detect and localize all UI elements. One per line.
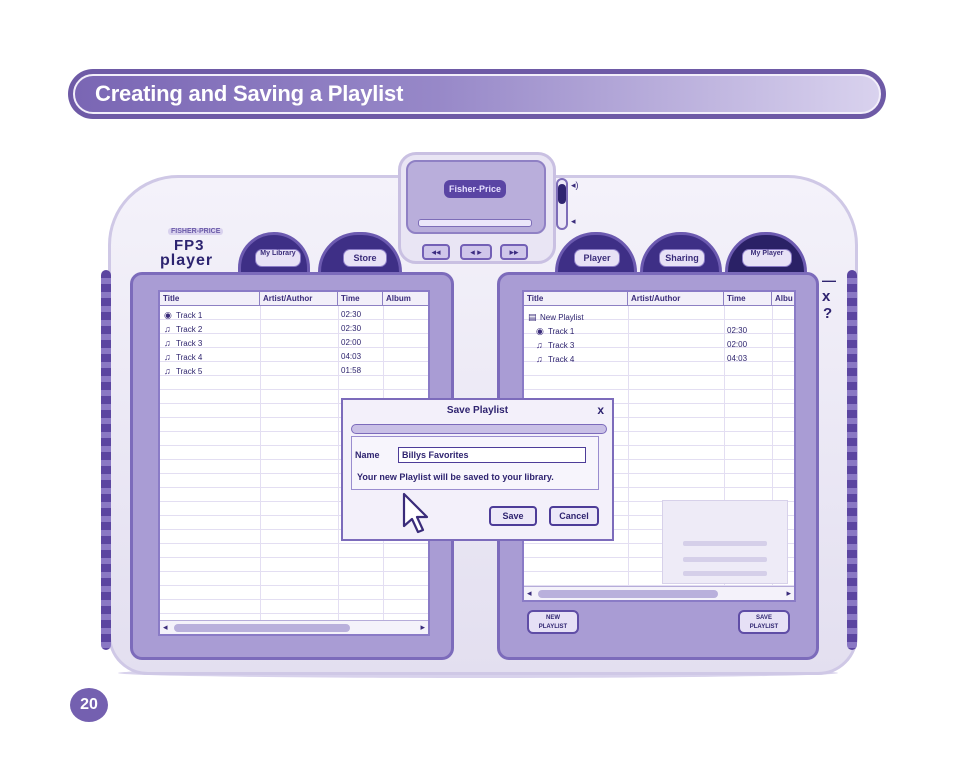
brand-small: FISHER-PRICE: [168, 228, 224, 235]
music-note-icon: ♫: [536, 340, 543, 350]
page-number: 20: [70, 688, 108, 722]
brand-player: player: [160, 252, 214, 269]
column-header-artist[interactable]: Artist/Author: [628, 292, 724, 306]
cd-icon: ◉: [164, 310, 172, 320]
track-time: 02:30: [727, 326, 748, 335]
scroll-thumb[interactable]: [538, 590, 718, 598]
track-time: 02:30: [341, 324, 362, 333]
column-header-time[interactable]: Time: [338, 292, 383, 306]
page-watermark-icon: [662, 500, 788, 584]
grid-divider: [772, 306, 773, 586]
playlist-row[interactable]: ◉ Track 1: [536, 324, 574, 338]
library-row[interactable]: ◉ Track 1: [164, 308, 202, 322]
section-banner: Creating and Saving a Playlist: [68, 69, 886, 119]
volume-down-icon: ◂: [571, 216, 576, 226]
watermark-line: [683, 571, 767, 576]
track-title: Track 4: [176, 353, 203, 362]
dialog-close-button[interactable]: x: [597, 403, 604, 417]
playlist-row[interactable]: ♫ Track 4: [536, 352, 574, 366]
library-row[interactable]: ♫ Track 5: [164, 364, 202, 378]
library-row[interactable]: ♫ Track 4: [164, 350, 202, 364]
scroll-left-icon[interactable]: ◂: [163, 622, 168, 632]
mouse-cursor-icon: [402, 492, 429, 534]
progress-bar[interactable]: [418, 219, 532, 227]
track-title: Track 1: [548, 327, 575, 336]
column-header-album[interactable]: Albu: [772, 292, 794, 306]
tab-my-library-label: My Library: [255, 249, 301, 267]
tab-player-label: Player: [574, 249, 620, 267]
column-header-album[interactable]: Album: [383, 292, 428, 306]
track-time: 04:03: [341, 352, 362, 361]
track-time: 02:00: [727, 340, 748, 349]
dialog-form: [351, 436, 599, 490]
previous-button[interactable]: ◂◂: [422, 244, 450, 260]
column-header-title[interactable]: Title: [160, 292, 260, 306]
close-button[interactable]: x: [822, 288, 831, 305]
grid-divider: [724, 306, 725, 586]
music-note-icon: ♫: [164, 366, 171, 376]
next-button[interactable]: ▸▸: [500, 244, 528, 260]
save-playlist-dialog: Save Playlist x Name Billys Favorites Yo…: [341, 398, 614, 541]
volume-up-icon: ◂): [571, 180, 579, 190]
save-playlist-button[interactable]: SAVE PLAYLIST: [738, 610, 790, 634]
cancel-button[interactable]: Cancel: [549, 506, 599, 526]
track-time: 02:30: [341, 310, 362, 319]
volume-knob[interactable]: [558, 184, 566, 204]
column-header-time[interactable]: Time: [724, 292, 772, 306]
column-header-artist[interactable]: Artist/Author: [260, 292, 338, 306]
screen-logo: Fisher-Price: [444, 180, 506, 198]
playlist-horizontal-scrollbar[interactable]: ◂ ▸: [524, 586, 794, 600]
playlist-name-input[interactable]: Billys Favorites: [398, 447, 586, 463]
scroll-right-icon[interactable]: ▸: [786, 588, 791, 598]
track-title: Track 3: [548, 341, 575, 350]
track-title: Track 2: [176, 325, 203, 334]
grid-divider: [260, 306, 261, 620]
watermark-line: [683, 541, 767, 546]
playlist-title: New Playlist: [540, 313, 584, 322]
dialog-bar: [351, 424, 607, 434]
play-button[interactable]: ◂ ▸: [460, 244, 492, 260]
brand-name: FP3: [174, 237, 205, 254]
grid-divider: [628, 306, 629, 586]
playlist-icon: ▤: [528, 312, 537, 322]
library-horizontal-scrollbar[interactable]: ◂ ▸: [160, 620, 428, 634]
minimize-button[interactable]: —: [822, 272, 836, 288]
cd-icon: ◉: [536, 326, 544, 336]
name-label: Name: [355, 450, 380, 460]
dialog-title: Save Playlist: [446, 405, 509, 416]
left-grip: [101, 270, 111, 650]
track-time: 01:58: [341, 366, 362, 375]
section-banner-inner: Creating and Saving a Playlist: [73, 74, 881, 114]
music-note-icon: ♫: [164, 338, 171, 348]
scroll-right-icon[interactable]: ▸: [420, 622, 425, 632]
track-title: Track 1: [176, 311, 203, 320]
music-note-icon: ♫: [164, 324, 171, 334]
tab-my-player-label: My Player: [742, 249, 792, 267]
music-note-icon: ♫: [536, 354, 543, 364]
library-row[interactable]: ♫ Track 3: [164, 336, 202, 350]
library-row[interactable]: ♫ Track 2: [164, 322, 202, 336]
track-title: Track 3: [176, 339, 203, 348]
brand-logo: FISHER-PRICE FP3 player: [152, 228, 234, 270]
new-playlist-button[interactable]: NEW PLAYLIST: [527, 610, 579, 634]
save-button[interactable]: Save: [489, 506, 537, 526]
right-grip: [847, 270, 857, 650]
watermark-line: [683, 557, 767, 562]
help-button[interactable]: ?: [823, 305, 833, 322]
page-title: Creating and Saving a Playlist: [95, 81, 404, 106]
track-time: 04:03: [727, 354, 748, 363]
save-message: Your new Playlist will be saved to your …: [357, 472, 554, 482]
scroll-left-icon[interactable]: ◂: [527, 588, 532, 598]
music-note-icon: ♫: [164, 352, 171, 362]
tab-sharing-label: Sharing: [659, 249, 705, 267]
track-title: Track 4: [548, 355, 575, 364]
playlist-row[interactable]: ♫ Track 3: [536, 338, 574, 352]
tab-store-label: Store: [343, 249, 387, 267]
track-time: 02:00: [341, 338, 362, 347]
scroll-thumb[interactable]: [174, 624, 350, 632]
playlist-row[interactable]: ▤New Playlist: [528, 310, 584, 324]
grid-divider: [338, 306, 339, 620]
track-title: Track 5: [176, 367, 203, 376]
column-header-title[interactable]: Title: [524, 292, 628, 306]
